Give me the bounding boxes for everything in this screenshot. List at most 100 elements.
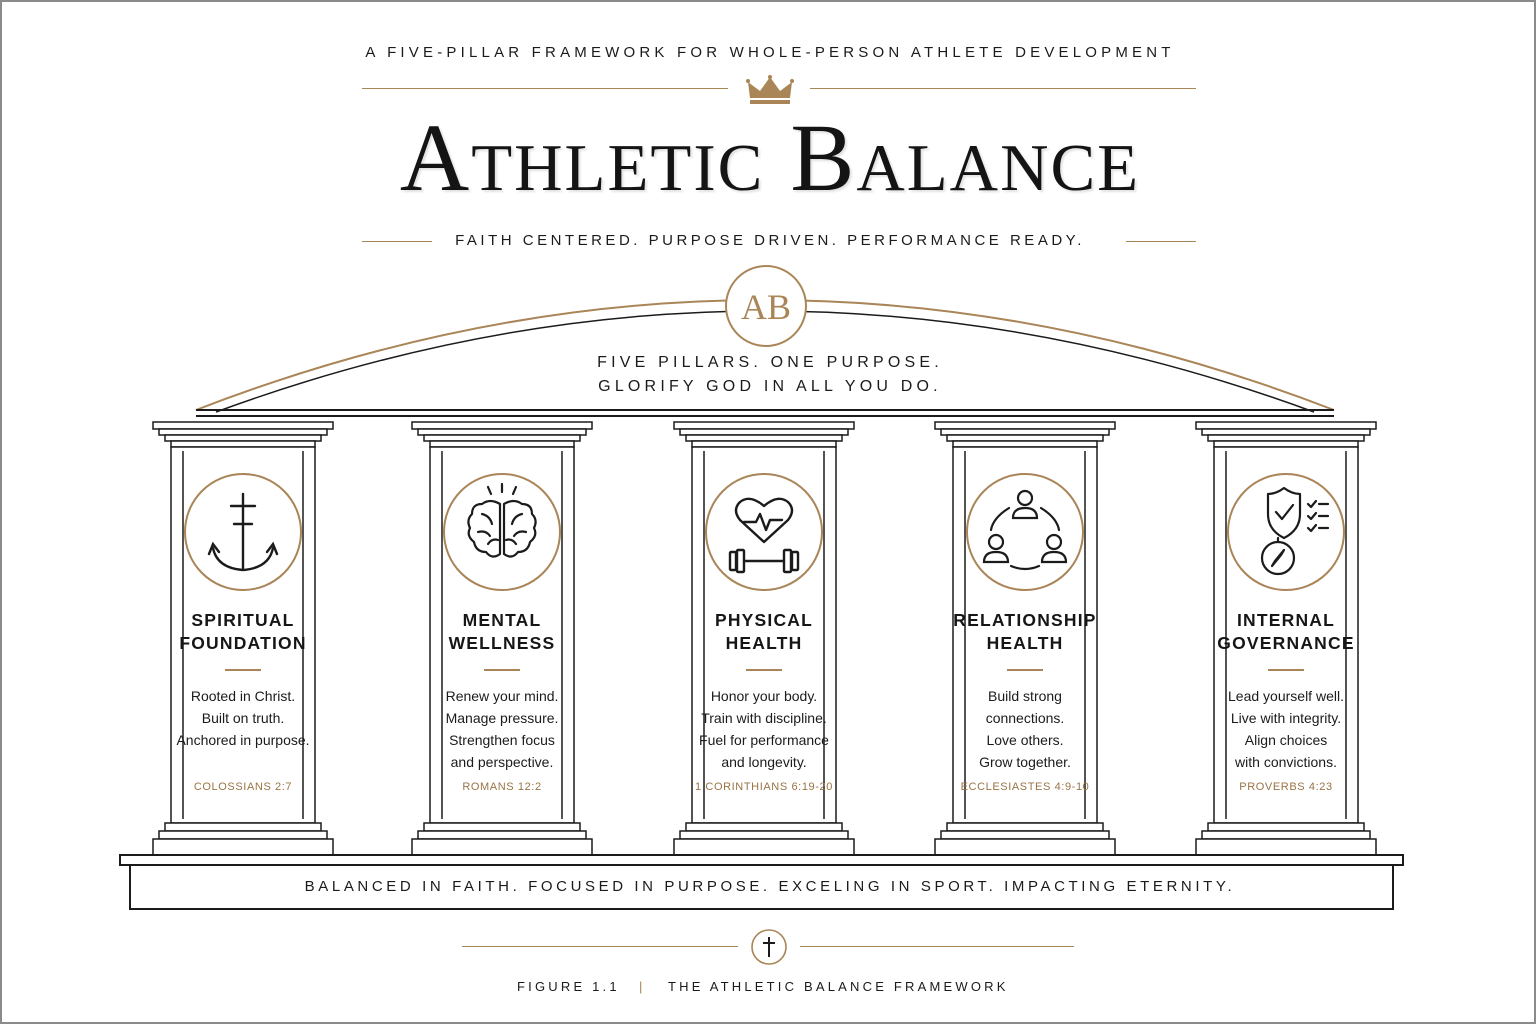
pillar-verse: COLOSSIANS 2:7	[193, 781, 293, 793]
footer-rule-right	[800, 946, 1074, 947]
people-circle-icon	[966, 473, 1084, 591]
pillar-verse: ECCLESIASTES 4:9-10	[960, 781, 1090, 793]
page-title: Athletic Balance	[399, 104, 1141, 211]
pillar-desc-line: Rooted in Christ.	[190, 688, 296, 704]
pillar-desc-line: Live with integrity.	[1230, 710, 1342, 726]
shield-compass-icon	[1227, 473, 1345, 591]
pillar-desc-line: Strengthen focus	[449, 732, 555, 748]
pillar-desc-line: Align choices	[1244, 732, 1328, 748]
pillar-desc-line: connections.	[985, 710, 1065, 726]
pillar-mental-wellness: MENTAL WELLNESS Renew your mind. Manage …	[412, 609, 592, 773]
tagline-rule-left	[362, 241, 432, 242]
pillar-verse: ROMANS 12:2	[462, 781, 542, 793]
column-capital	[170, 440, 316, 448]
column-capital	[1213, 440, 1359, 448]
pillar-divider	[484, 669, 520, 671]
pillar-desc-line: Fuel for performance	[699, 732, 829, 748]
pillar-title: SPIRITUAL	[191, 610, 295, 630]
pillar-physical-health: PHYSICAL HEALTH Honor your body. Train w…	[674, 609, 854, 773]
column-base	[164, 822, 322, 832]
column-capital	[164, 434, 322, 442]
column-capital	[679, 428, 849, 436]
pillar-spiritual-foundation: SPIRITUAL FOUNDATION Rooted in Christ. B…	[153, 609, 333, 751]
tagline-rule-right	[1126, 241, 1196, 242]
crown-icon	[746, 75, 794, 104]
column-base	[1207, 822, 1365, 832]
pillar-title: FOUNDATION	[179, 633, 307, 653]
pillar-verse: 1 CORINTHIANS 6:19-20	[695, 781, 833, 793]
pillar-title: HEALTH	[725, 633, 803, 653]
pillar-desc-line: Honor your body.	[710, 688, 818, 704]
column-capital	[946, 434, 1104, 442]
column-base	[417, 830, 587, 840]
anchor-cross-icon	[184, 473, 302, 591]
brain-icon	[443, 473, 561, 591]
column-capital	[152, 421, 334, 430]
pillar-divider	[225, 669, 261, 671]
column-capital	[940, 428, 1110, 436]
column-capital	[1195, 421, 1377, 430]
pillar-desc-line: Anchored in purpose.	[176, 732, 310, 748]
column-capital	[1201, 428, 1371, 436]
pillar-title: RELATIONSHIP	[953, 610, 1097, 630]
column-base	[158, 830, 328, 840]
column-base	[1195, 838, 1377, 856]
pillar-desc-line: and perspective.	[450, 754, 554, 770]
figure-divider: |	[639, 979, 646, 994]
column-base	[673, 838, 855, 856]
pillar-desc-line: and longevity.	[721, 754, 807, 770]
column-capital	[952, 440, 1098, 448]
pillar-title: INTERNAL	[1236, 610, 1336, 630]
pillar-desc-line: Train with discipline.	[701, 710, 827, 726]
monogram-text: AB	[741, 287, 791, 327]
header-rule-left	[362, 88, 728, 89]
figure-label: FIGURE 1.1	[517, 979, 620, 994]
pillar-relationship-health: RELATIONSHIP HEALTH Build strong connect…	[935, 609, 1115, 773]
pillar-desc-line: Built on truth.	[201, 710, 285, 726]
header-rule-right	[810, 88, 1196, 89]
pediment-line-1: FIVE PILLARS. ONE PURPOSE.	[597, 354, 943, 371]
column-base	[685, 822, 843, 832]
pillar-divider	[746, 669, 782, 671]
cross-icon	[751, 929, 787, 965]
pillar-desc-line: Renew your mind.	[445, 688, 559, 704]
figure-title: THE ATHLETIC BALANCE FRAMEWORK	[668, 979, 1009, 994]
column-capital	[691, 440, 837, 448]
column-capital	[429, 440, 575, 448]
header-kicker: A FIVE-PILLAR FRAMEWORK FOR WHOLE-PERSON…	[365, 44, 1175, 61]
column-base	[1201, 830, 1371, 840]
column-capital	[685, 434, 843, 442]
pillar-desc-line: Grow together.	[979, 754, 1071, 770]
pillar-divider	[1007, 669, 1043, 671]
column-base	[423, 822, 581, 832]
pillar-title: PHYSICAL	[714, 610, 814, 630]
column-base	[940, 830, 1110, 840]
column-base	[946, 822, 1104, 832]
pillar-title: MENTAL	[462, 610, 542, 630]
column-base	[411, 838, 593, 856]
column-capital	[411, 421, 593, 430]
pillar-desc-line: Build strong	[988, 688, 1062, 704]
column-capital	[158, 428, 328, 436]
column-base	[934, 838, 1116, 856]
pillar-desc-line: Lead yourself well.	[1228, 688, 1344, 704]
tagline: FAITH CENTERED. PURPOSE DRIVEN. PERFORMA…	[455, 232, 1085, 249]
pillar-desc-line: Love others.	[986, 732, 1064, 748]
column-capital	[934, 421, 1116, 430]
pillar-title: GOVERNANCE	[1217, 633, 1355, 653]
pillar-title: WELLNESS	[448, 633, 556, 653]
pillar-verse: PROVERBS 4:23	[1239, 781, 1333, 793]
footer-rule-left	[462, 946, 738, 947]
pillar-internal-governance: INTERNAL GOVERNANCE Lead yourself well. …	[1196, 609, 1376, 773]
column-base	[152, 838, 334, 856]
pillar-desc-line: with convictions.	[1235, 754, 1337, 770]
pillar-title: HEALTH	[986, 633, 1064, 653]
pediment-line-2: GLORIFY GOD IN ALL YOU DO.	[598, 378, 942, 395]
column-capital	[673, 421, 855, 430]
heart-dumbbell-icon	[705, 473, 823, 591]
column-capital	[1207, 434, 1365, 442]
column-capital	[417, 428, 587, 436]
pillar-desc-line: Manage pressure.	[445, 710, 559, 726]
column-capital	[423, 434, 581, 442]
